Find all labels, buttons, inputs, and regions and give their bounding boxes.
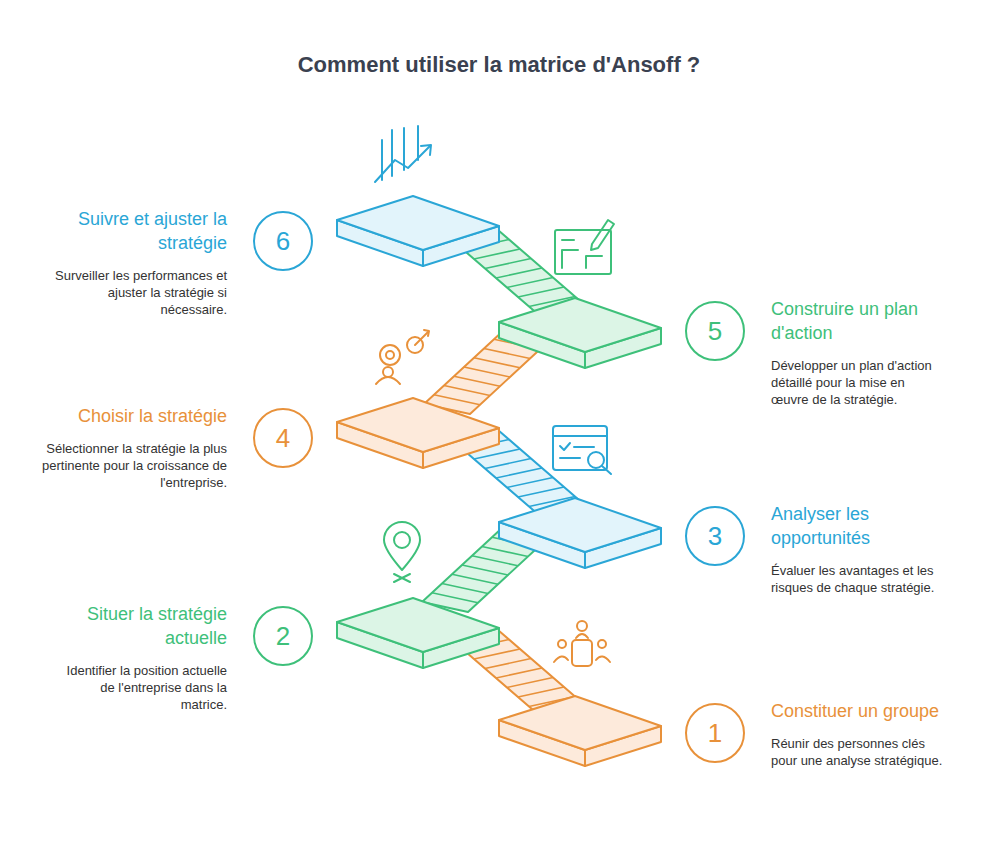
step-circle: 3 [685, 506, 745, 566]
stair-step [472, 556, 518, 566]
platform-top [499, 298, 661, 352]
stair-step [507, 278, 553, 288]
step-text: Analyser les opportunitésÉvaluer les ava… [771, 502, 951, 596]
stair-step [482, 547, 528, 557]
step-description: Identifier la position actuelle de l'ent… [57, 662, 227, 713]
target-person-icon [376, 330, 429, 384]
platform [499, 696, 661, 766]
stair-step [474, 249, 520, 259]
step-heading: Suivre et ajuster la stratégie [47, 207, 227, 255]
step-heading: Choisir la stratégie [37, 404, 227, 428]
stair-step [474, 358, 520, 368]
step-text: Construire un plan d'actionDévelopper un… [771, 297, 951, 408]
platform [337, 598, 499, 668]
plan-icon [555, 220, 614, 274]
step-text: Choisir la stratégieSélectionner la stra… [37, 404, 227, 491]
meeting-icon [554, 621, 610, 666]
step-text: Constituer un groupeRéunir des personnes… [771, 699, 951, 769]
step-circle: 1 [685, 703, 745, 763]
diagram-title: Comment utiliser la matrice d'Ansoff ? [0, 52, 998, 78]
platform [499, 298, 661, 368]
step-node: 2Situer la stratégie actuelleIdentifier … [57, 606, 313, 717]
step-number: 5 [708, 316, 722, 347]
step-text: Suivre et ajuster la stratégieSurveiller… [47, 207, 227, 318]
location-pin-icon [384, 522, 420, 582]
stair-step [518, 487, 564, 497]
step-node: 4Choisir la stratégieSélectionner la str… [37, 408, 313, 495]
stair-step [496, 468, 542, 478]
stair-step [507, 678, 553, 688]
stair-step [518, 287, 564, 297]
document-search-icon [553, 426, 611, 474]
stair-step [452, 574, 498, 584]
step-heading: Situer la stratégie actuelle [57, 602, 227, 650]
platform-top [337, 196, 499, 250]
step-circle: 5 [685, 301, 745, 361]
step-heading: Constituer un groupe [771, 699, 941, 723]
stair-step [462, 565, 508, 575]
step-description: Développer un plan d'action détaillé pou… [771, 357, 941, 408]
step-number: 3 [708, 521, 722, 552]
step-description: Réunir des personnes clés pour une analy… [771, 735, 951, 769]
stair-step [454, 376, 500, 386]
stair-step [496, 668, 542, 678]
stair-step [485, 259, 531, 269]
stair-step [507, 478, 553, 488]
step-circle: 2 [253, 606, 313, 666]
stair-step [485, 459, 531, 469]
platform [337, 196, 499, 266]
stair-step [485, 659, 531, 669]
step-number: 1 [708, 718, 722, 749]
stair-step [496, 268, 542, 278]
step-heading: Construire un plan d'action [771, 297, 951, 345]
stair-step [464, 367, 510, 377]
chart-icon [375, 126, 431, 182]
step-node: 1Constituer un groupeRéunir des personne… [685, 703, 951, 773]
platform-top [337, 598, 499, 652]
step-node: 3Analyser les opportunitésÉvaluer les av… [685, 506, 951, 600]
step-circle: 6 [253, 211, 313, 271]
platform-top [337, 398, 499, 452]
stair-step [432, 593, 478, 603]
stair-step [518, 687, 564, 697]
stair-step [444, 386, 490, 396]
step-circle: 4 [253, 408, 313, 468]
step-description: Surveiller les performances et ajuster l… [47, 267, 227, 318]
platform-top [499, 696, 661, 750]
platform [337, 398, 499, 468]
platform [499, 498, 661, 568]
platform-top [499, 498, 661, 552]
step-node: 6Suivre et ajuster la stratégieSurveille… [47, 211, 313, 322]
step-node: 5Construire un plan d'actionDévelopper u… [685, 301, 951, 412]
stair-step [442, 584, 488, 594]
step-number: 2 [276, 621, 290, 652]
step-description: Sélectionner la stratégie la plus pertin… [37, 440, 227, 491]
stair-step [434, 395, 480, 405]
step-heading: Analyser les opportunités [771, 502, 941, 550]
step-number: 4 [276, 423, 290, 454]
step-text: Situer la stratégie actuelleIdentifier l… [57, 602, 227, 713]
step-description: Évaluer les avantages et les risques de … [771, 562, 951, 596]
step-number: 6 [276, 226, 290, 257]
stair-step [484, 349, 530, 359]
